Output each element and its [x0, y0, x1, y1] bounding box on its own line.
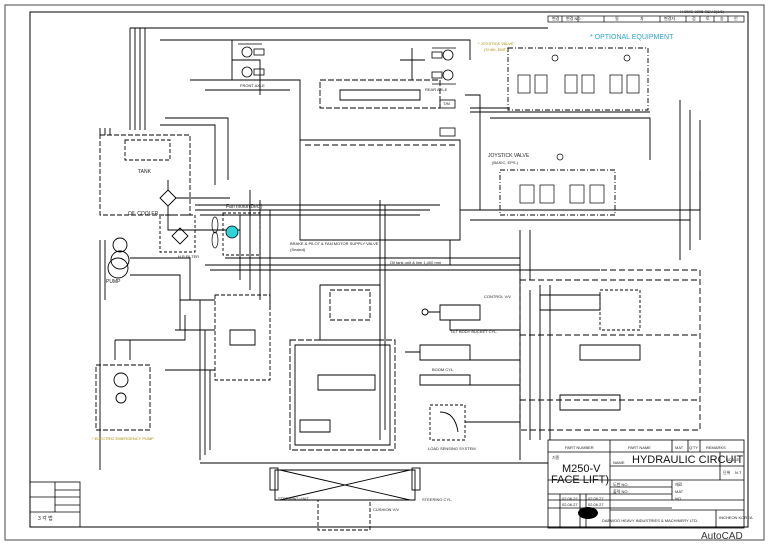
load-sensing-label: LOAD SENSING SYSTEM	[428, 446, 476, 451]
rev-h5: 검	[692, 16, 696, 21]
projection-label: 3 각 법	[38, 516, 53, 522]
tcv-label: T/M	[443, 101, 450, 106]
steering-unit-label: STEERING UNIT	[278, 496, 309, 501]
name-label: NAME	[613, 460, 625, 465]
tilt-cyl-label: TILT BODY BUCKET CYL.	[450, 329, 498, 334]
bottom-note: Oil tank unit & line 1,400 mm	[390, 260, 442, 265]
company-logo	[578, 507, 598, 519]
fan-motor-symbol	[225, 225, 239, 239]
drawn-no: 도번 NO.	[613, 482, 629, 487]
rev-h1: 변경 NO.	[566, 16, 582, 21]
date-4: 02.06.27	[588, 502, 604, 507]
steering-cyl-label: STEERING CYL.	[422, 497, 453, 502]
hp-filter-label: H.P FILTER	[178, 254, 200, 259]
part-name-label: PART NAME	[628, 445, 651, 450]
rev-h6: 토	[706, 16, 710, 21]
drawing-number: H-DMS-0205-REV.0(1/1)	[680, 9, 725, 14]
projection-block	[29, 481, 81, 528]
front-axle-label: FRONT AXLE	[240, 83, 265, 88]
joystick-valve-label: JOYSTICK VALVE	[488, 153, 530, 159]
boom-cyl-label: BOOM CYL.	[432, 367, 455, 372]
rev-h7: 승	[720, 16, 724, 21]
joystick-optional-label: * JOYSTICK VALVE	[478, 41, 514, 46]
mat-label: MAT	[675, 445, 684, 450]
rev-h2: 일	[615, 16, 619, 21]
no-label: NO.	[675, 496, 683, 501]
date-3: 02.06.27	[562, 502, 578, 507]
outer-frame	[4, 4, 765, 541]
company-name: DAEWOO HEAVY INDUSTRIES & MACHINERY LTD.	[602, 518, 699, 523]
model-line2: FACE LIFT)	[551, 474, 610, 486]
control-valve-label: CONTROL V/V	[484, 294, 511, 299]
brake-pilot-valve-label: BRAKE & PILOT & FAN MOTOR SUPPLY VALVE	[290, 241, 379, 246]
rev-h8: 인	[734, 16, 738, 21]
joystick-valve-sub: (BASIC, EPS.)	[492, 160, 519, 165]
sheet-no: 출력 NO.	[613, 489, 629, 494]
rear-axle-label: REAR AXLE	[425, 87, 448, 92]
unit-label: 단위	[723, 470, 731, 475]
unit-value: N.T	[735, 470, 742, 475]
model-label: 기종	[552, 455, 560, 460]
mat2-label: MAT	[675, 489, 684, 494]
part-number-label: PART NUMBER	[565, 445, 594, 450]
cushion-valve-label: CUSHION V/V	[373, 507, 400, 512]
qty-label: Q'TY	[689, 445, 698, 450]
fan-motor-label: Fan motor(Dec.)	[226, 204, 263, 210]
rev-h3: 자	[640, 16, 644, 21]
software-label: AutoCAD	[701, 531, 743, 542]
brake-pilot-valve-sub: (Sealed)	[290, 247, 306, 252]
rev-h0: 변경	[552, 16, 560, 21]
emergency-pump-label: * ELECTRIC EMERGENCY PUMP	[92, 436, 154, 441]
drawing-title: HYDRAULIC CIRCUIT	[632, 454, 744, 466]
component-symbols	[211, 43, 640, 519]
date-2: 02.06.27	[588, 496, 604, 501]
date-1: 02.06.22	[562, 496, 578, 501]
optional-equipment-label: * OPTIONAL EQUIPMENT	[590, 34, 674, 41]
title-block	[547, 439, 745, 529]
rev-h4: 변경자	[664, 16, 676, 21]
oil-cooler-label: OIL COOLER	[128, 211, 159, 217]
revision-table	[547, 15, 745, 23]
pump-label: PUMP	[106, 279, 121, 285]
model-line1: M250-V	[562, 463, 601, 475]
scale-label: SCALE	[726, 457, 740, 462]
material-label: 재료	[675, 482, 683, 487]
joystick-optional-sub: (3+4th, EMT.)	[484, 47, 509, 52]
company-location: INCHEON KOREA	[719, 515, 753, 520]
circuit-lines	[95, 27, 701, 531]
inner-frame	[29, 11, 749, 528]
tank-label: TANK	[138, 169, 151, 175]
remarks-label: REMARKS	[706, 445, 726, 450]
